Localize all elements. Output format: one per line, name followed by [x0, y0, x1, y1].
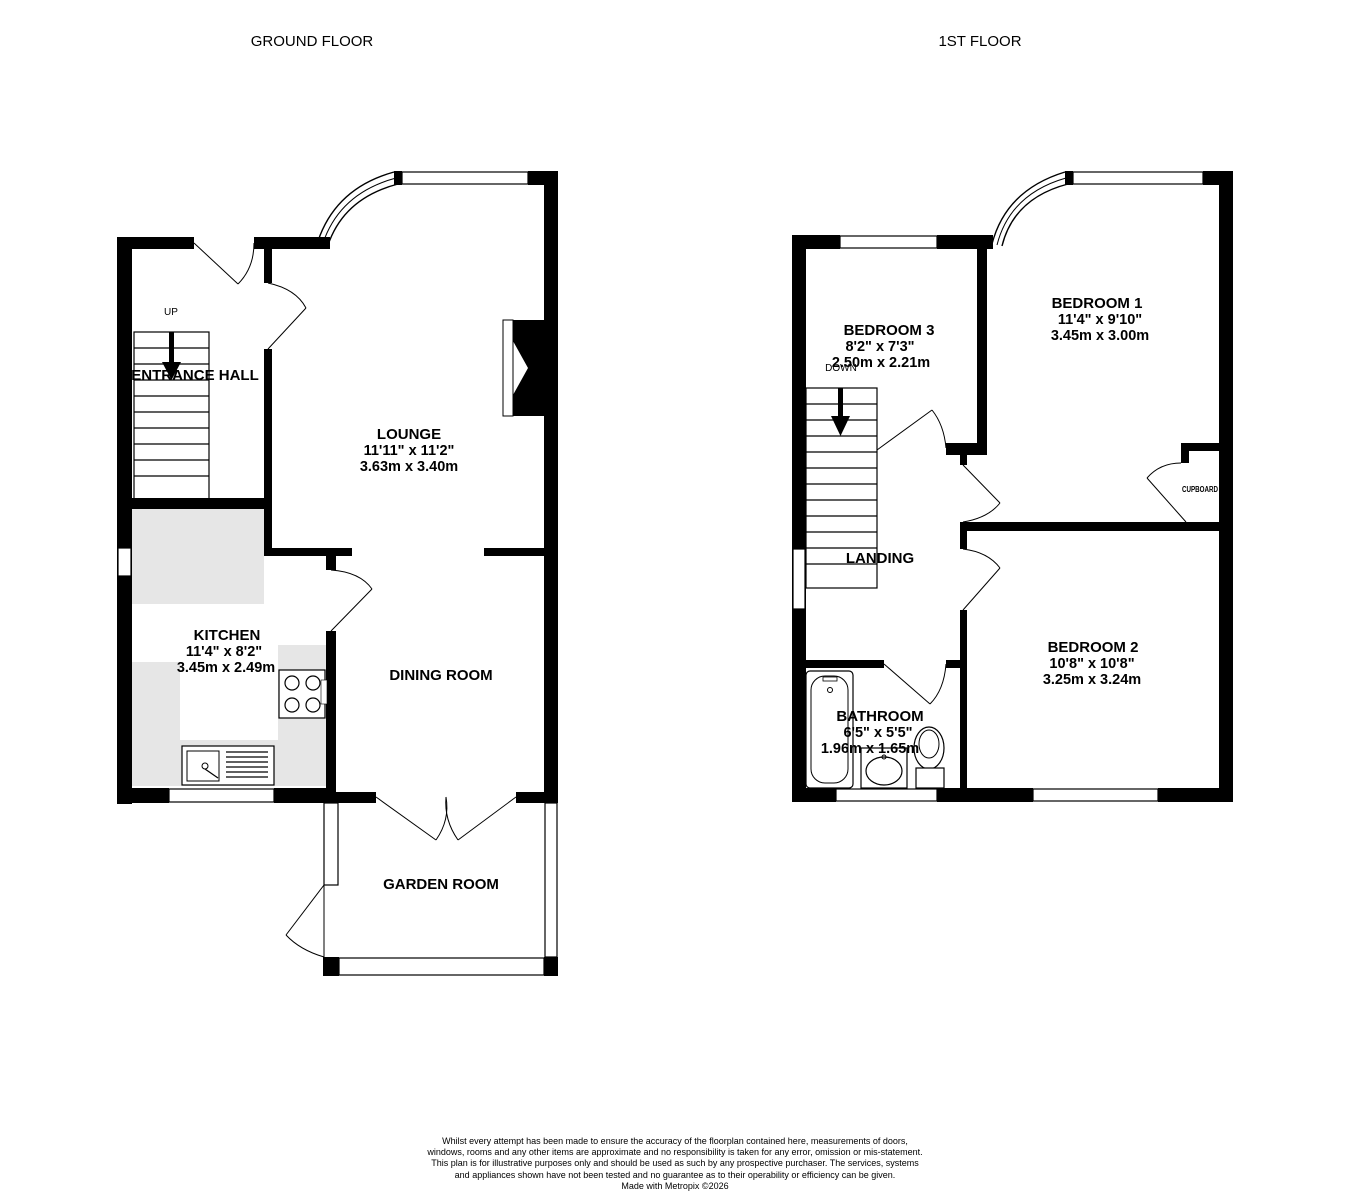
ground-windows	[117, 171, 558, 976]
bathroom-imperial: 6'5" x 5'5"	[843, 725, 912, 741]
sink-icon	[181, 745, 275, 786]
ground-floor-plan: UP ENTRANCE HALL LOUNGE 11'11" x 11'2" 3…	[117, 171, 558, 976]
lounge-metric: 3.63m x 3.40m	[360, 459, 458, 475]
bedroom1-name: BEDROOM 1	[1052, 295, 1143, 312]
bedroom2-name: BEDROOM 2	[1048, 639, 1139, 656]
stairs-down-label: DOWN	[825, 363, 857, 374]
kitchen-imperial: 11'4" x 8'2"	[186, 644, 262, 660]
ground-walls	[117, 171, 558, 976]
arrow-down-icon	[831, 388, 850, 436]
first-floor-plan: BEDROOM 1 11'4" x 9'10" 3.45m x 3.00m BE…	[792, 171, 1233, 802]
landing-name: LANDING	[846, 550, 914, 567]
disclaimer: Whilst every attempt has been made to en…	[425, 1136, 925, 1192]
chimney-breast	[502, 319, 544, 417]
bath-icon	[805, 670, 854, 789]
bedroom2-imperial: 10'8" x 10'8"	[1049, 656, 1134, 672]
bedroom3-metric: 2.50m x 2.21m	[832, 355, 930, 371]
lounge-name: LOUNGE	[377, 426, 441, 443]
metropix-credit: Made with Metropix ©2026	[621, 1180, 729, 1191]
garden-room-name: GARDEN ROOM	[383, 876, 499, 893]
kitchen-name: KITCHEN	[194, 627, 261, 644]
first-floor-doors	[876, 409, 1187, 705]
first-floor-windows	[792, 171, 1204, 802]
bathroom-metric: 1.96m x 1.65m	[821, 741, 919, 757]
dining-room-name: DINING ROOM	[389, 667, 492, 684]
bathroom-name: BATHROOM	[836, 708, 923, 725]
hob-icon	[278, 669, 328, 719]
basin-icon	[860, 747, 908, 789]
bedroom3-imperial: 8'2" x 7'3"	[845, 339, 914, 355]
toilet-icon	[913, 726, 945, 789]
stairs-up-label: UP	[164, 307, 178, 318]
bedroom1-imperial: 11'4" x 9'10"	[1058, 312, 1142, 328]
arrow-down-icon	[162, 332, 181, 380]
ground-floor-label: GROUND FLOOR	[251, 33, 374, 50]
entrance-hall-name: ENTRANCE HALL	[131, 367, 259, 384]
bedroom2-metric: 3.25m x 3.24m	[1043, 672, 1141, 688]
first-floor-label: 1ST FLOOR	[938, 33, 1021, 50]
disclaimer-text: Whilst every attempt has been made to en…	[427, 1136, 923, 1180]
kitchen-floor-tiles	[132, 509, 326, 786]
lounge-imperial: 11'11" x 11'2"	[364, 443, 455, 459]
kitchen-metric: 3.45m x 2.49m	[177, 660, 275, 676]
bedroom3-name: BEDROOM 3	[844, 322, 935, 339]
cupboard-name: CUPBOARD	[1182, 485, 1218, 494]
bedroom1-metric: 3.45m x 3.00m	[1051, 328, 1149, 344]
ground-doors	[193, 242, 517, 958]
